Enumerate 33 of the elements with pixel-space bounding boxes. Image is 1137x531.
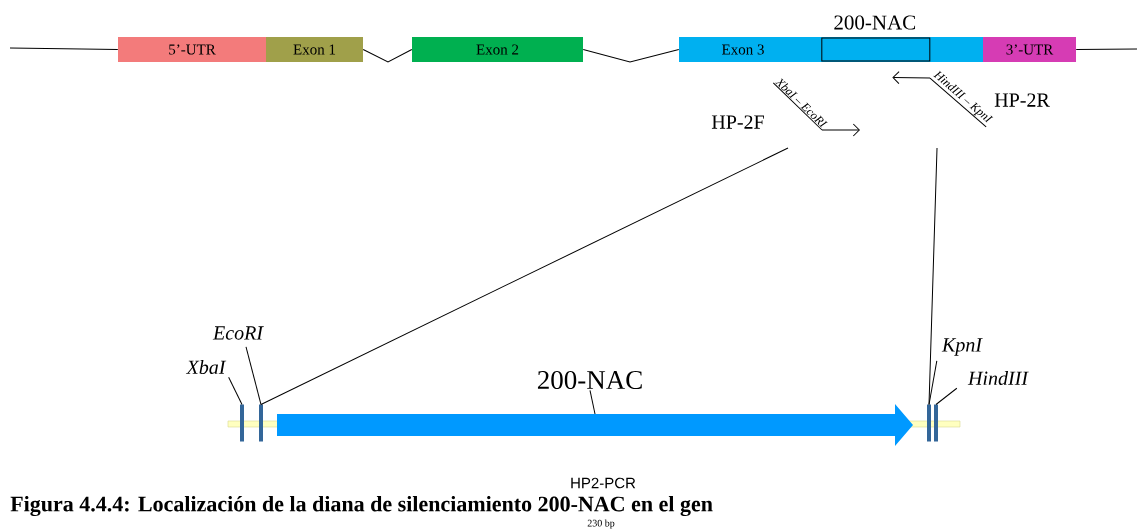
exon-box: Exon 1 — [266, 37, 363, 62]
primer-arrow — [892, 71, 931, 85]
gene-insert-drawing — [277, 404, 913, 446]
restriction-site-bar — [240, 404, 244, 442]
intron-line — [362, 49, 413, 63]
figure-caption: Figura 4.4.4: Localización de la diana de silenciamiento 200-NAC en el gen — [10, 495, 713, 517]
primer-name: HP-2R — [994, 93, 1050, 107]
exon-box: Exon 2 — [412, 37, 583, 62]
leader-line — [228, 376, 243, 405]
leader-line — [245, 346, 262, 405]
gene-line — [1075, 48, 1137, 50]
leader-line — [935, 387, 958, 405]
primer-name: HP-2F — [711, 115, 764, 129]
restriction-site-bar — [259, 404, 263, 442]
leader-line — [589, 389, 596, 415]
restriction-site-bar — [934, 404, 938, 442]
enzyme-site-label: EcoRI — [212, 326, 264, 340]
zoom-line — [928, 147, 938, 405]
exon-box: 3’-UTR — [983, 37, 1076, 62]
size-label: 230 bp — [587, 519, 615, 529]
leader-line — [928, 360, 938, 405]
primer-arrow — [821, 123, 860, 137]
enzyme-site-label: KpnI — [941, 338, 983, 356]
gene-line — [9, 47, 119, 50]
zoom-line — [260, 147, 789, 405]
primer-pair-label: HP2-PCR — [571, 477, 636, 489]
restriction-site-bar — [927, 404, 931, 442]
node-label: 200-NAC — [834, 15, 916, 30]
exon-box: 5’-UTR — [118, 37, 266, 62]
intron-line — [582, 49, 680, 63]
enzyme-site-label: XbaI — [185, 359, 227, 375]
insert-label: 200-NAC — [537, 370, 642, 390]
enzyme-site-label: HindIII — [967, 370, 1029, 386]
